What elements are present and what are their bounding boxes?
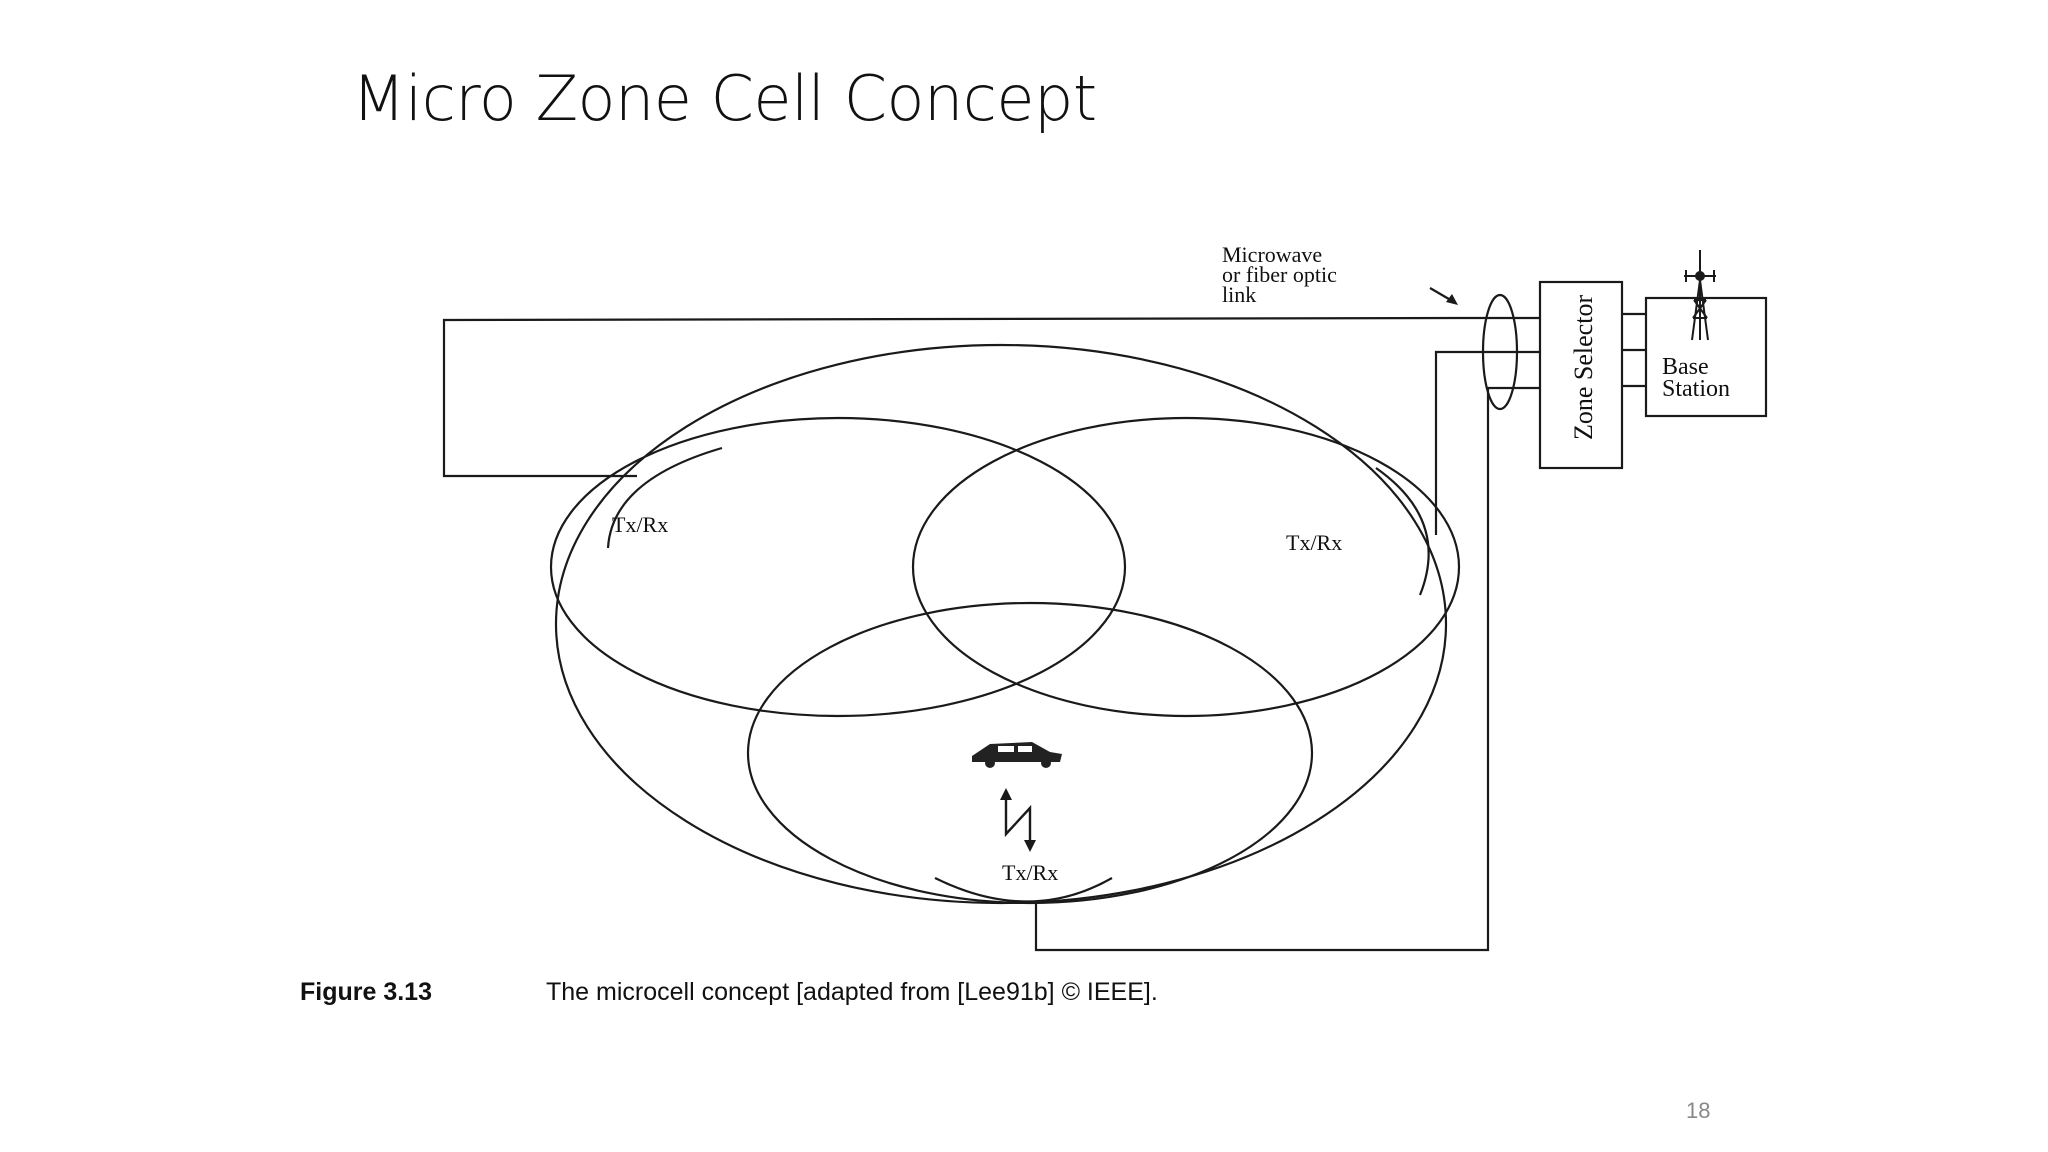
zone-right: [911, 416, 1461, 718]
zone-label-bottom: Tx/Rx: [1002, 860, 1058, 885]
zone-left: [549, 416, 1127, 718]
figure-number: Figure 3.13: [300, 978, 432, 1006]
zone-selector-box: [1538, 280, 1624, 470]
link-label: Microwave or fiber optic link: [1222, 242, 1337, 307]
radio-link-icon: [1004, 798, 1032, 842]
antenna-arc-left: [606, 446, 723, 549]
zone-label-left: Tx/Rx: [612, 512, 668, 537]
slide-title: Micro Zone Cell Concept: [352, 62, 1097, 135]
svg-text:Microwave: Microwave: [1222, 242, 1322, 267]
figure-caption: The microcell concept [adapted from [Lee…: [546, 978, 1158, 1006]
link-line-left-zone: [442, 316, 1459, 478]
svg-text:Base: Base: [1662, 354, 1709, 380]
base-station-label: Base Station: [1662, 354, 1730, 402]
base-station-box: [1644, 296, 1768, 418]
page-number: 18: [1686, 1098, 1711, 1123]
antenna-tower-icon: [1684, 250, 1716, 341]
macro-cell-boundary: [554, 343, 1448, 905]
link-line-bottom-zone: [1034, 386, 1540, 952]
link-bundle-oval: [1481, 293, 1519, 411]
svg-text:Station: Station: [1662, 376, 1730, 402]
zone-bottom: [746, 601, 1314, 905]
car-icon: [972, 742, 1062, 768]
zone-label-right: Tx/Rx: [1286, 530, 1342, 555]
svg-text:link: link: [1222, 282, 1256, 307]
zone-selector-label: Zone Selector: [1569, 295, 1598, 440]
svg-text:or fiber optic: or fiber optic: [1222, 262, 1337, 287]
antenna-arc-bottom: [934, 877, 1113, 903]
antenna-arc-right: [1375, 467, 1430, 596]
link-line-right-zone: [1434, 350, 1540, 535]
